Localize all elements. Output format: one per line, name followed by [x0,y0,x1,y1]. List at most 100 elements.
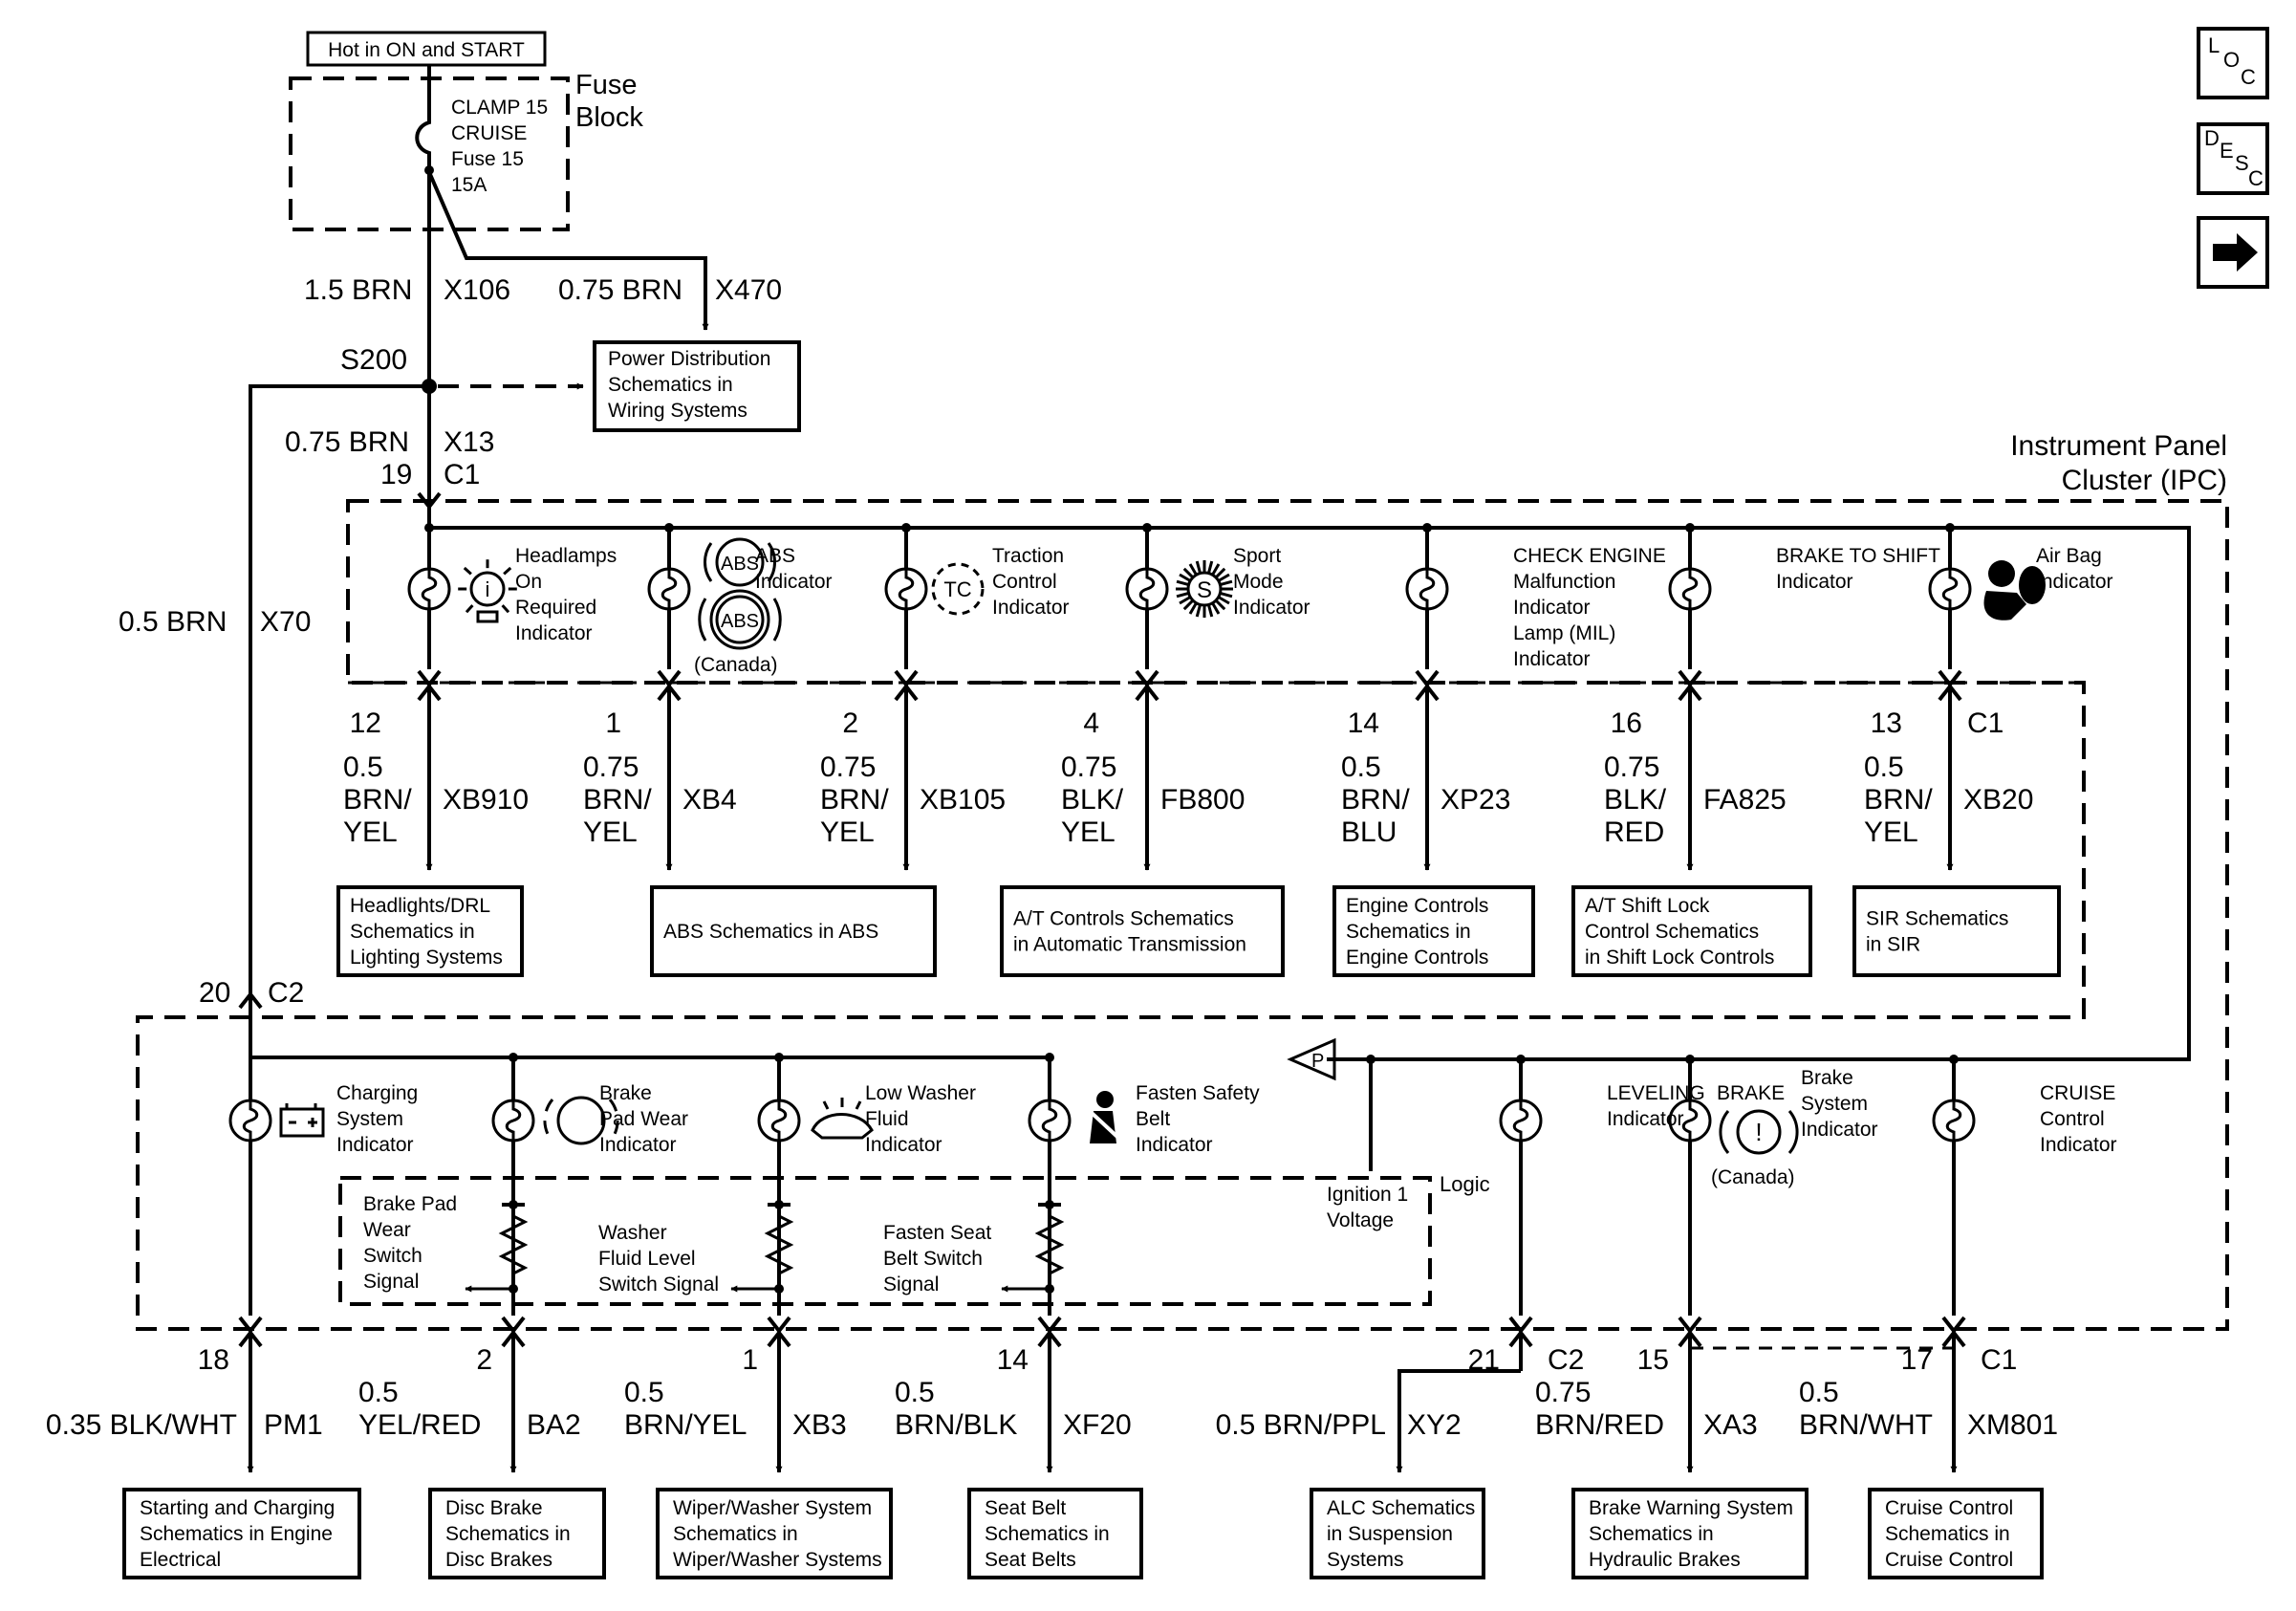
label-text: 19 [380,459,412,490]
destination-text: Engine Controls [1346,947,1488,969]
destination-text: Seat Belts [985,1549,1076,1571]
bulb-icon [884,567,928,611]
wire-gauge: 0.75 [1604,751,1659,783]
wire-gauge: BRN/RED [1535,1409,1664,1441]
pin-number: 2 [476,1344,492,1376]
pin-number: 1 [742,1344,758,1376]
label-text: E [2220,139,2234,163]
alc-wire [1396,1369,1521,1473]
upper-bus [427,492,2191,1061]
indicator-label: Brake [1801,1067,1853,1089]
label-text: O [2223,48,2240,72]
indicator-label: CHECK ENGINE [1513,545,1666,567]
label-text: Brake Pad [363,1193,457,1215]
label-text: L [2208,33,2220,57]
label-text: Fasten Seat [883,1222,991,1244]
wire-gauge: YEL [820,816,875,848]
desc-button[interactable]: D E S C [2197,122,2269,195]
indicator-label: Indicator [1513,597,1591,619]
pin-number: 14 [1348,708,1379,739]
indicator-label: Indicator [515,622,593,644]
indicator-label: System [1801,1093,1868,1115]
destination-text: Electrical [140,1549,221,1571]
label-text: TC [943,577,971,601]
feed-wire-x470 [427,171,709,331]
wire-gauge: 0.75 [583,751,639,783]
pds-box[interactable] [593,340,801,432]
label-text: 0.75 BRN [558,274,682,306]
wire-gauge: BRN/ [1864,784,1933,816]
label-text: Wiring Systems [608,400,747,422]
destination-text: Disc Brakes [445,1549,552,1571]
indicator-label: Belt [1136,1108,1170,1130]
label-text: Power Distribution [608,348,770,370]
washer-fluid-icon [811,1098,874,1140]
label-text: S [2235,151,2249,175]
indicator-label: Indicator [2040,1134,2117,1156]
destination-text: in Shift Lock Controls [1585,947,1774,969]
label-text: Block [575,102,643,133]
sport-mode-icon: S [1176,560,1233,618]
destination-text: SIR Schematics [1866,908,2008,930]
indicator-label: Fluid [865,1108,909,1130]
label-text: Voltage [1327,1209,1394,1231]
label-text: i [486,577,490,601]
fuse-line: 15A [451,174,487,196]
destination-text: Headlights/DRL [350,895,490,917]
indicator-label: Charging [336,1082,418,1104]
destination-box[interactable]: ABS Schematics in ABS [650,885,937,977]
pin-number: 12 [350,708,381,739]
destination-text: Control Schematics [1585,921,1759,943]
label-text: 0.5 BRN [119,606,227,638]
bulb-icon [1928,567,1972,611]
destination-text: Schematics in [445,1523,571,1545]
indicator-label: Indicator [1233,597,1310,619]
label-text: ABS [721,554,759,575]
wire-gauge: 0.5 [1864,751,1904,783]
destination-text: Hydraulic Brakes [1589,1549,1741,1571]
label-text: S [1197,577,1212,603]
label-text: C [2248,166,2264,190]
hot-label: Hot in ON and START [328,39,525,61]
destination-text: Lighting Systems [350,947,503,969]
indicator-label: Fasten Safety [1136,1082,1260,1104]
wire-gauge: BRN/WHT [1799,1409,1933,1441]
upper-circuit: 20.75BRN/YELXB105TractionControlIndicato… [820,523,1070,871]
destination-text: Systems [1327,1549,1404,1571]
airbag-icon [1983,560,2046,620]
label-text: Signal [883,1274,939,1295]
bulb-icon [1028,1099,1072,1143]
destination-text: Schematics in Engine [140,1523,333,1545]
label-text: X106 [444,274,510,306]
wire-gauge: BRN/YEL [624,1409,747,1441]
wire-id: XA3 [1703,1409,1758,1441]
wire-gauge: 0.35 BLK/WHT [46,1409,237,1441]
loc-button[interactable]: L O C [2197,27,2269,99]
next-page-button[interactable] [2197,216,2269,289]
wire-gauge: BRN/ [820,784,889,816]
wire-gauge: BRN/ [583,784,652,816]
pin-number: 15 [1637,1344,1669,1376]
label-text: Belt Switch [883,1248,983,1270]
bulb-icon [228,1099,272,1143]
indicator-label: Traction [992,545,1064,567]
label-text: X13 [444,426,494,458]
wire-gauge: 0.75 [820,751,876,783]
